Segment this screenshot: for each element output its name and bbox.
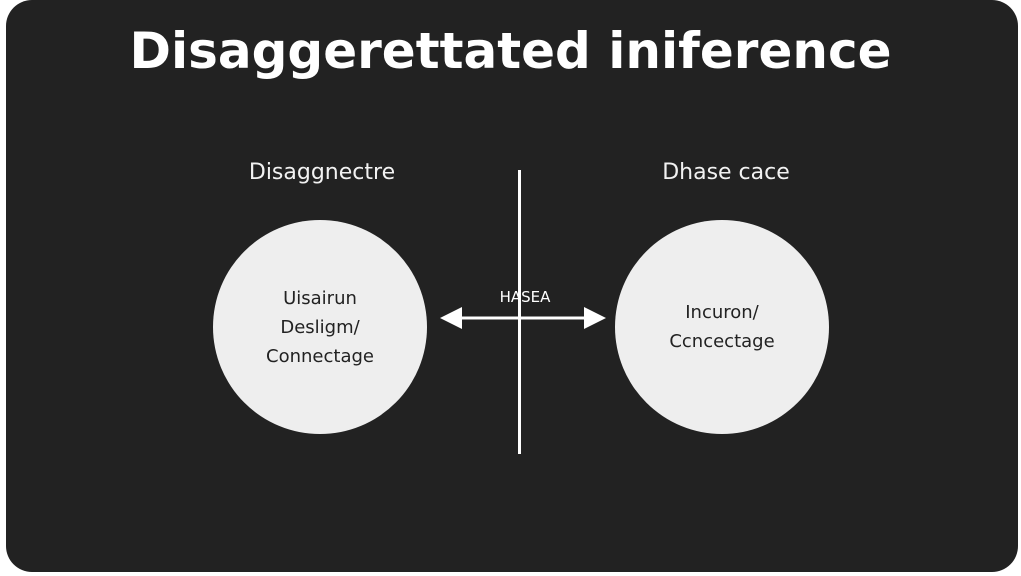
left-node-line-1: Uisairun bbox=[283, 287, 357, 309]
left-node-line-3: Connectage bbox=[266, 345, 374, 367]
diagram-card bbox=[6, 0, 1018, 572]
vertical-divider bbox=[518, 170, 521, 454]
left-column-label: Disaggnectre bbox=[248, 160, 396, 185]
left-node-line-2: Desligm/ bbox=[280, 316, 360, 338]
connector-label: HASEA bbox=[499, 288, 551, 306]
right-column-label: Dhase cace bbox=[662, 160, 790, 185]
right-node: Incuron/ Ccncectage bbox=[615, 220, 829, 434]
left-node: Uisairun Desligm/ Connectage bbox=[213, 220, 427, 434]
right-node-line-1: Incuron/ bbox=[685, 302, 759, 323]
double-arrow-icon bbox=[440, 307, 606, 329]
right-node-line-2: Ccncectage bbox=[669, 331, 775, 352]
diagram-title: Disaggerettated iniference bbox=[129, 22, 892, 80]
